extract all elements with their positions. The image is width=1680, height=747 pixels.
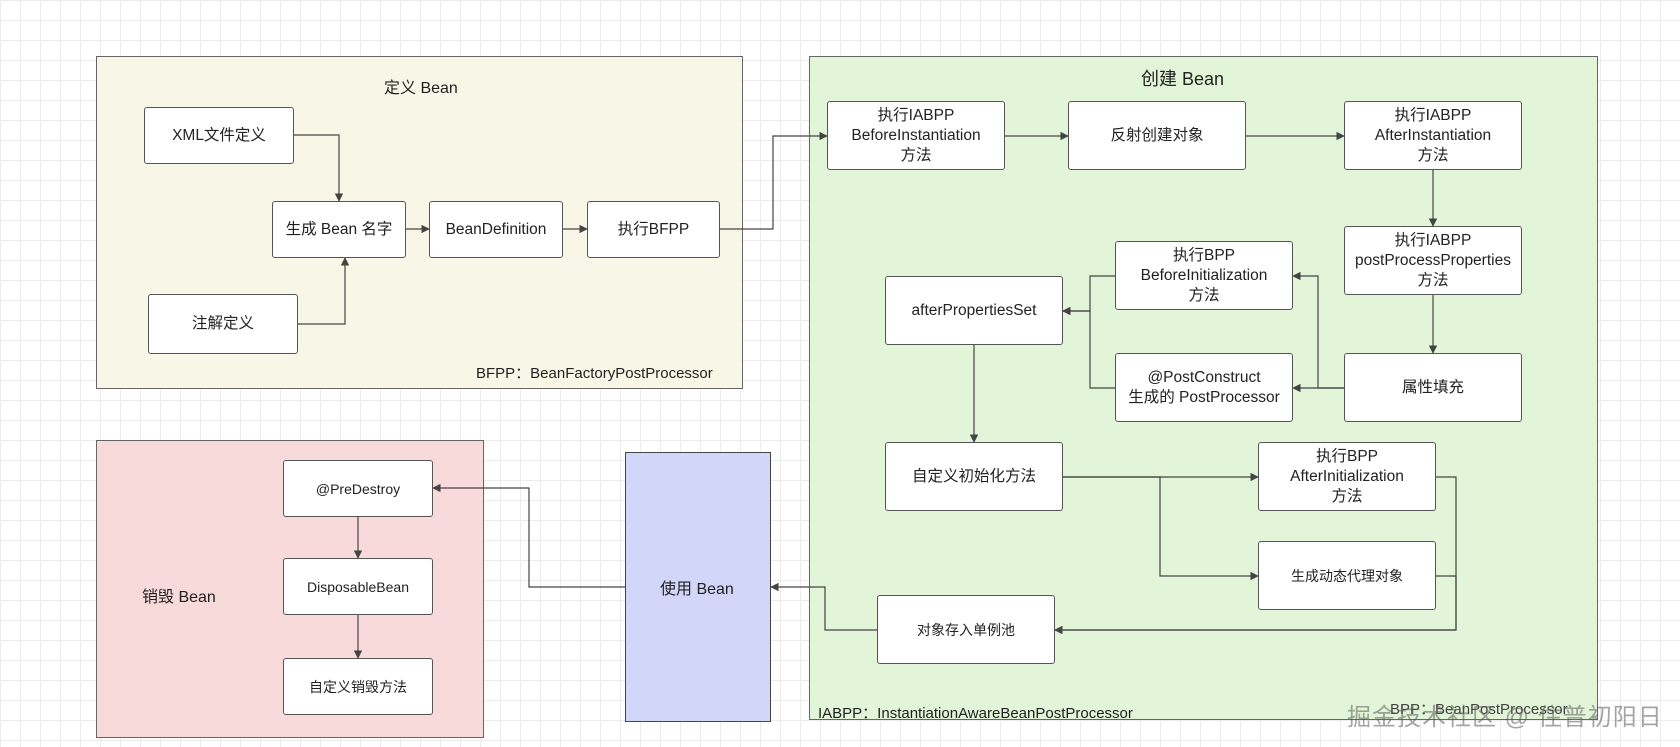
group-use-bean xyxy=(625,452,771,722)
node-store-singleton-pool[interactable]: 对象存入单例池 xyxy=(877,595,1055,664)
node-bpp-after-initialization[interactable]: 执行BPP AfterInitialization 方法 xyxy=(1258,442,1436,511)
edge-proxy-to-pool xyxy=(1054,575,1457,635)
node-annotation-definition[interactable]: 注解定义 xyxy=(148,294,298,354)
node-reflect-create-object[interactable]: 反射创建对象 xyxy=(1068,101,1246,170)
create-bean-footer-right: BPP：BeanPostProcessor xyxy=(1390,701,1568,718)
edge-xml-to-name xyxy=(294,134,344,202)
use-bean-title: 使用 Bean xyxy=(660,581,734,598)
edge-populate-to-bpp-before xyxy=(1292,271,1344,389)
node-iabpp-post-process-properties[interactable]: 执行IABPP postProcessProperties 方法 xyxy=(1344,226,1522,295)
node-generate-bean-name[interactable]: 生成 Bean 名字 xyxy=(272,201,406,258)
create-bean-title: 创建 Bean xyxy=(1141,69,1225,89)
node-generate-dynamic-proxy[interactable]: 生成动态代理对象 xyxy=(1258,541,1436,610)
edge-pool-to-use xyxy=(770,582,877,631)
edge-annotation-to-name xyxy=(298,257,350,325)
node-after-properties-set[interactable]: afterPropertiesSet xyxy=(885,276,1063,345)
define-bean-title: 定义 Bean xyxy=(384,80,458,97)
edge-postconstruct-to-afterprops xyxy=(1062,306,1115,389)
node-pre-destroy[interactable]: @PreDestroy xyxy=(283,460,433,517)
edge-bfpp-to-iabpp-before xyxy=(720,131,828,230)
node-custom-destroy-method[interactable]: 自定义销毁方法 xyxy=(283,658,433,715)
create-bean-footer: IABPP：InstantiationAwareBeanPostProcesso… xyxy=(818,705,1133,722)
node-bpp-before-initialization[interactable]: 执行BPP BeforeInitialization 方法 xyxy=(1115,241,1293,310)
node-xml-definition[interactable]: XML文件定义 xyxy=(144,107,294,164)
node-iabpp-after-instantiation[interactable]: 执行IABPP AfterInstantiation 方法 xyxy=(1344,101,1522,170)
destroy-bean-title: 销毁 Bean xyxy=(142,589,216,606)
node-custom-init-method[interactable]: 自定义初始化方法 xyxy=(885,442,1063,511)
node-disposable-bean[interactable]: DisposableBean xyxy=(283,558,433,615)
node-populate-properties[interactable]: 属性填充 xyxy=(1344,353,1522,422)
node-post-construct-processor[interactable]: @PostConstruct 生成的 PostProcessor xyxy=(1115,353,1293,422)
edge-bpp-after-to-pool xyxy=(1054,476,1457,635)
define-bean-footer: BFPP：BeanFactoryPostProcessor xyxy=(476,365,713,382)
edge-use-to-predestroy xyxy=(432,483,625,588)
edge-init-to-proxy xyxy=(1063,476,1259,581)
edge-bpp-before-to-afterprops xyxy=(1062,275,1115,316)
watermark-text: 掘金技术社区 @ 住普初阳日 xyxy=(1347,704,1663,731)
node-iabpp-before-instantiation[interactable]: 执行IABPP BeforeInstantiation 方法 xyxy=(827,101,1005,170)
node-execute-bfpp[interactable]: 执行BFPP xyxy=(587,201,720,258)
node-bean-definition[interactable]: BeanDefinition xyxy=(429,201,563,258)
